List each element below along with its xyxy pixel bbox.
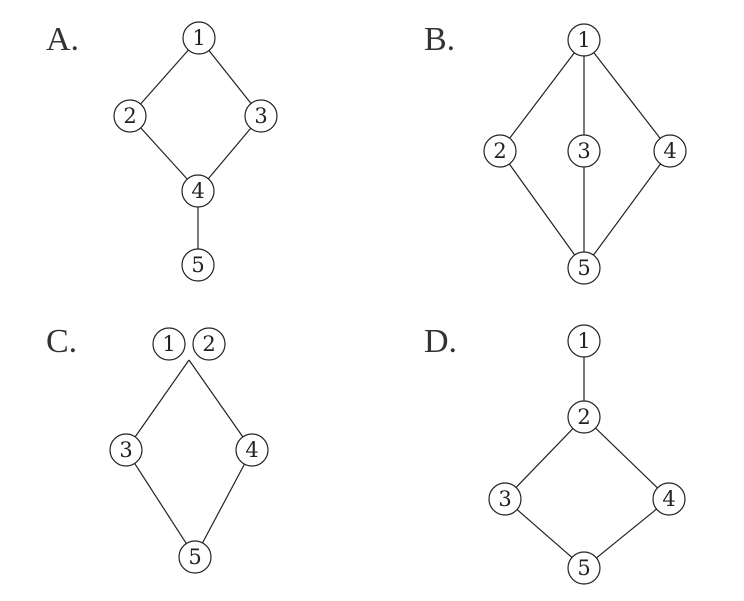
node-label: 1 xyxy=(577,28,590,52)
node-circle xyxy=(567,134,601,168)
edge-b-n2-n5 xyxy=(508,163,576,256)
panel-a: A. 1 2 3 4 5 xyxy=(46,21,278,282)
node-label: 5 xyxy=(191,253,204,277)
node-label: 5 xyxy=(188,545,201,569)
panel-label-d: D. xyxy=(424,323,457,360)
node-circle xyxy=(567,400,601,434)
node-circle xyxy=(109,433,143,467)
node-label: 3 xyxy=(498,487,511,511)
node-circle xyxy=(192,327,226,361)
node-label: 3 xyxy=(254,104,267,128)
node-b-3: 3 xyxy=(567,134,601,168)
edge-a-n3-n4 xyxy=(207,127,252,180)
node-c-2: 2 xyxy=(192,327,226,361)
node-circle xyxy=(567,551,601,585)
node-d-2: 2 xyxy=(567,400,601,434)
node-c-3: 3 xyxy=(109,433,143,467)
edge-c-n4-n5 xyxy=(201,463,246,544)
node-circle xyxy=(182,21,216,55)
panel-c: C. 1 2 3 4 5 xyxy=(46,323,269,574)
node-d-4: 4 xyxy=(652,482,686,516)
panel-b: B. 1 2 3 4 5 xyxy=(424,21,687,285)
panel-d: D. 1 2 3 4 5 xyxy=(424,323,686,585)
node-circle xyxy=(567,324,601,358)
node-label: 1 xyxy=(162,332,175,356)
node-label: 3 xyxy=(119,438,132,462)
edge-b-n1-n4 xyxy=(593,52,661,139)
node-circle xyxy=(178,540,212,574)
node-label: 2 xyxy=(493,139,506,163)
node-circle xyxy=(244,99,278,133)
node-circle xyxy=(235,433,269,467)
node-b-1: 1 xyxy=(567,23,601,57)
node-label: 5 xyxy=(577,556,590,580)
node-d-5: 5 xyxy=(567,551,601,585)
node-label: 2 xyxy=(577,405,590,429)
node-circle xyxy=(653,134,687,168)
node-label: 5 xyxy=(577,256,590,280)
node-label: 4 xyxy=(663,139,676,163)
node-b-2: 2 xyxy=(483,134,517,168)
node-circle xyxy=(567,23,601,57)
node-label: 4 xyxy=(245,438,258,462)
edge-d-n2-n4 xyxy=(595,427,658,489)
node-a-2: 2 xyxy=(113,99,147,133)
node-c-4: 4 xyxy=(235,433,269,467)
edge-b-n1-n2 xyxy=(509,52,575,139)
panel-label-a: A. xyxy=(46,21,79,58)
node-circle xyxy=(113,99,147,133)
edge-c-top-n3 xyxy=(134,359,190,438)
edge-d-n2-n3 xyxy=(515,428,574,488)
edge-c-n3-n5 xyxy=(134,463,187,544)
node-circle xyxy=(652,482,686,516)
edge-a-n2-n4 xyxy=(140,127,188,180)
node-c-1: 1 xyxy=(152,327,186,361)
node-b-4: 4 xyxy=(653,134,687,168)
edge-a-n1-n3 xyxy=(208,50,252,104)
node-circle xyxy=(152,327,186,361)
edge-a-n1-n2 xyxy=(140,49,189,105)
node-circle xyxy=(488,482,522,516)
panel-label-c: C. xyxy=(46,323,77,360)
node-b-5: 5 xyxy=(567,251,601,285)
edge-d-n3-n5 xyxy=(516,509,573,558)
node-a-1: 1 xyxy=(182,21,216,55)
edge-b-n4-n5 xyxy=(592,163,662,256)
node-label: 4 xyxy=(662,487,675,511)
node-label: 1 xyxy=(192,26,205,50)
node-circle xyxy=(181,174,215,208)
node-d-3: 3 xyxy=(488,482,522,516)
node-label: 2 xyxy=(202,332,215,356)
node-circle xyxy=(567,251,601,285)
edge-d-n4-n5 xyxy=(596,508,657,559)
edge-c-top-n4 xyxy=(188,359,244,438)
node-a-3: 3 xyxy=(244,99,278,133)
node-circle xyxy=(181,248,215,282)
node-d-1: 1 xyxy=(567,324,601,358)
node-a-4: 4 xyxy=(181,174,215,208)
panel-label-b: B. xyxy=(424,21,455,58)
node-label: 1 xyxy=(577,329,590,353)
node-label: 3 xyxy=(577,139,590,163)
node-a-5: 5 xyxy=(181,248,215,282)
node-label: 2 xyxy=(123,104,136,128)
node-circle xyxy=(483,134,517,168)
node-label: 4 xyxy=(191,179,204,203)
node-c-5: 5 xyxy=(178,540,212,574)
